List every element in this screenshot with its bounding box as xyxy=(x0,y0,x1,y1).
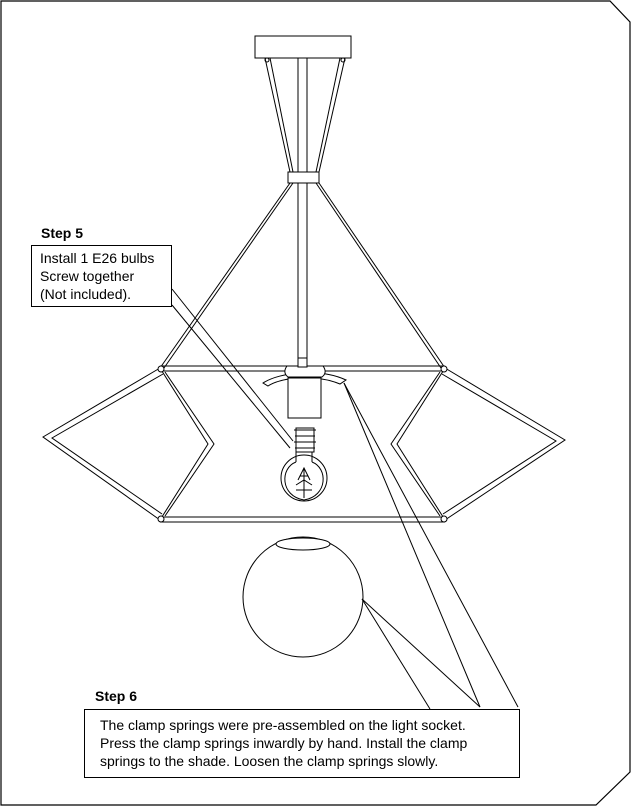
left-frame-wing xyxy=(42,367,215,521)
center-rod xyxy=(297,58,308,360)
socket-cap xyxy=(284,365,326,378)
light-socket xyxy=(287,377,322,419)
step6-leader-lines xyxy=(343,382,519,710)
step5-leader-lines xyxy=(171,288,294,449)
frame-struts xyxy=(159,182,446,369)
cord-grip xyxy=(297,357,308,368)
top-collar xyxy=(287,171,320,184)
bulb-icon xyxy=(280,427,328,502)
lower-ring xyxy=(160,516,445,523)
step6-line-3: springs to the shade. Loosen the clamp s… xyxy=(100,753,439,769)
glass-shade xyxy=(242,536,364,658)
suspension-cables xyxy=(264,57,346,173)
step5-line-2: Screw together xyxy=(40,268,135,284)
frame-joints xyxy=(157,365,448,523)
right-frame-wing xyxy=(390,367,566,521)
step6-title: Step 6 xyxy=(95,688,138,704)
step6-instruction-box: The clamp springs were pre-assembled on … xyxy=(84,709,520,778)
ceiling-canopy xyxy=(254,35,352,59)
step6-line-2: Press the clamp springs inwardly by hand… xyxy=(100,735,468,751)
step6-line-1: The clamp springs were pre-assembled on … xyxy=(100,717,466,733)
clamp-spring xyxy=(262,372,348,387)
step5-line-1: Install 1 E26 bulbs xyxy=(40,250,155,266)
step5-title: Step 5 xyxy=(41,225,84,241)
step5-instruction-box: Install 1 E26 bulbs Screw together (Not … xyxy=(31,245,172,307)
step5-line-3: (Not included). xyxy=(40,286,132,302)
